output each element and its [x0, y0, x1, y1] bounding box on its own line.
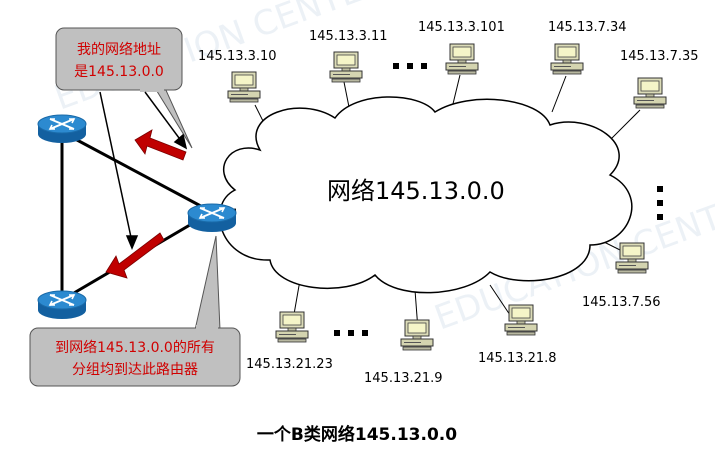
host-label: 145.13.21.9	[364, 371, 443, 386]
host-label: 145.13.3.11	[309, 29, 388, 44]
ellipsis-bottom	[334, 330, 368, 336]
host-h8: 145.13.21.9	[364, 319, 443, 386]
host-h4: 145.13.7.34	[548, 20, 627, 75]
callout-address-line2: 是145.13.0.0	[74, 64, 164, 80]
host-label: 145.13.7.35	[620, 49, 699, 64]
ellipsis-top	[393, 63, 427, 69]
figure-caption: 一个B类网络145.13.0.0	[257, 424, 457, 445]
computer-icon	[400, 319, 434, 351]
callout-forward-line1: 到网络145.13.0.0的所有	[55, 340, 215, 356]
host-h9: 145.13.21.23	[246, 311, 333, 372]
computer-icon	[633, 77, 667, 109]
computer-icon	[329, 51, 363, 83]
router-top-left-icon	[37, 114, 87, 144]
callout-pointers	[99, 91, 188, 250]
host-label: 145.13.7.34	[548, 20, 627, 35]
computer-icon	[227, 71, 261, 103]
computer-icon	[275, 311, 309, 343]
host-h5: 145.13.7.35	[620, 49, 699, 109]
router-border-icon	[187, 203, 237, 233]
host-h1: 145.13.3.10	[198, 49, 277, 103]
host-label: 145.13.3.101	[418, 20, 505, 35]
callout-address-line1: 我的网络地址	[77, 42, 161, 58]
callout-forward-line2: 分组均到达此路由器	[72, 362, 198, 378]
computer-icon	[615, 242, 649, 274]
ellipsis-right	[657, 186, 663, 220]
computer-icon	[504, 304, 538, 336]
host-h2: 145.13.3.11	[309, 29, 388, 83]
callout-address: 我的网络地址 是145.13.0.0	[55, 27, 193, 149]
callout-forward: 到网络145.13.0.0的所有 分组均到达此路由器	[29, 235, 241, 387]
host-label: 145.13.21.8	[478, 351, 557, 366]
computer-icon	[445, 43, 479, 75]
host-h3: 145.13.3.101	[418, 20, 505, 75]
host-label: 145.13.3.10	[198, 49, 277, 64]
host-label: 145.13.21.23	[246, 357, 333, 372]
red-arrows	[105, 129, 187, 279]
arrow-upper-icon	[134, 129, 187, 161]
network-cloud: 网络145.13.0.0	[218, 96, 633, 294]
host-h7: 145.13.21.8	[478, 304, 557, 366]
host-h6: 145.13.7.56	[582, 242, 661, 310]
arrow-lower-icon	[105, 232, 165, 279]
cloud-label: 网络145.13.0.0	[327, 177, 505, 205]
router-bottom-left-icon	[37, 290, 87, 320]
computer-icon	[550, 43, 584, 75]
host-label: 145.13.7.56	[582, 295, 661, 310]
